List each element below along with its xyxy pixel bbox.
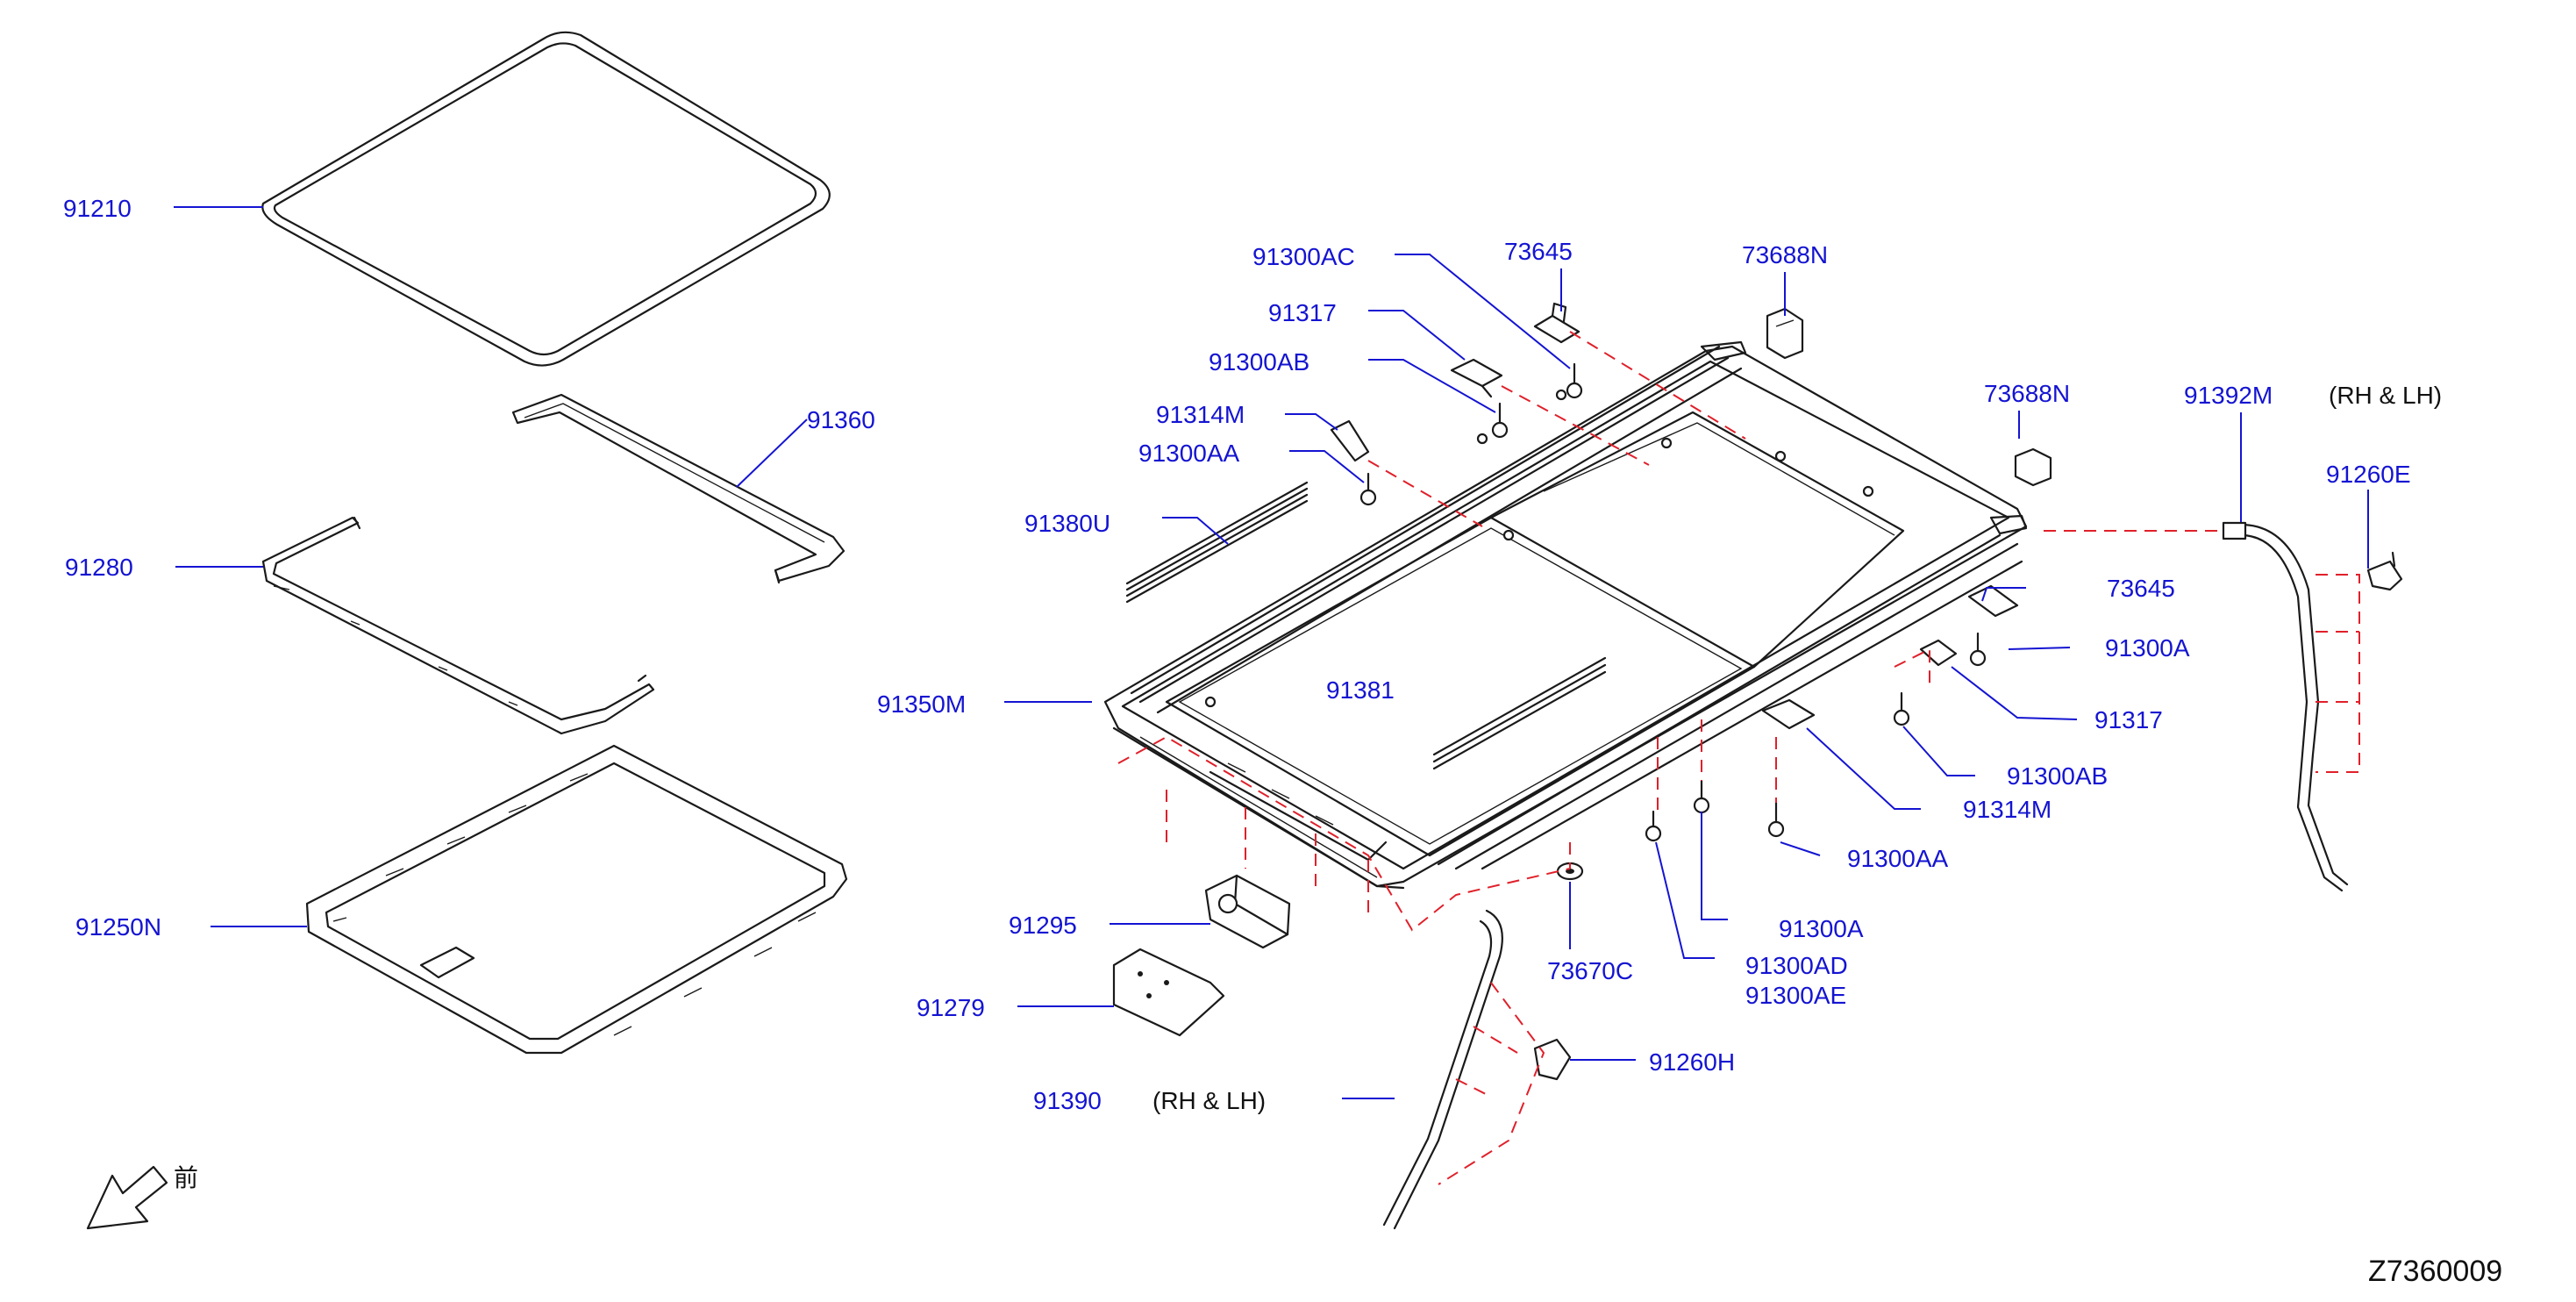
sunshade-part: [305, 744, 848, 1055]
label-73645-right: 73645: [2107, 575, 2175, 602]
sunroof-motor-part: [1204, 874, 1291, 949]
label-91300AA-top: 91300AA: [1138, 440, 1240, 467]
bracket-91314M-right: [1761, 698, 1816, 730]
note-91392M-side: (RH & LH): [2329, 382, 2442, 409]
bolt-91300A-right: [1969, 632, 1987, 667]
label-91300AB-top: 91300AB: [1209, 348, 1309, 376]
label-91381: 91381: [1326, 676, 1395, 704]
bolt-91300AA-right: [1767, 801, 1785, 838]
bolt-91300A-bottom: [1693, 779, 1710, 814]
label-91300A-right: 91300A: [2105, 634, 2190, 662]
label-91300AC: 91300AC: [1252, 243, 1355, 270]
frame-seal-part: [261, 516, 655, 735]
label-91314M-top: 91314M: [1156, 401, 1245, 428]
label-91380U: 91380U: [1024, 510, 1110, 537]
label-91392M: 91392M: [2184, 382, 2273, 409]
bolt-91300AD: [1645, 810, 1662, 842]
hose-clip-91260H: [1533, 1038, 1572, 1081]
inner-strip-part: [1432, 656, 1607, 770]
label-91360: 91360: [807, 406, 875, 433]
clip-73688N-top: [1766, 307, 1804, 360]
label-91279: 91279: [917, 994, 985, 1021]
label-91260E: 91260E: [2326, 461, 2411, 488]
label-91300A: 91300A: [1779, 915, 1864, 942]
bracket-91317-top: [1450, 358, 1503, 398]
label-91300AB-right: 91300AB: [2007, 762, 2108, 790]
note-91390-side: (RH & LH): [1152, 1087, 1266, 1114]
label-91314M-right: 91314M: [1963, 796, 2052, 823]
bracket-91314M-top: [1330, 419, 1370, 462]
clip-73688N-right: [2014, 447, 2052, 487]
label-91350M: 91350M: [877, 690, 966, 718]
front-mark: 前: [174, 1164, 198, 1191]
hidden-lines: [1117, 331, 2360, 1185]
clip-73645-right: [1967, 584, 2019, 618]
front-drain-hose-part: [1382, 909, 1503, 1230]
label-73670C: 73670C: [1547, 957, 1633, 984]
glass-lid-part: [261, 31, 831, 367]
label-91390: 91390: [1033, 1087, 1102, 1114]
leader-lines: [174, 206, 2369, 1099]
label-91300AE: 91300AE: [1745, 982, 1846, 1009]
bolt-91300AB-top: [1491, 402, 1509, 439]
label-91317-top: 91317: [1268, 299, 1337, 326]
clip-73645-top: [1533, 302, 1581, 344]
label-91280: 91280: [65, 554, 133, 581]
label-73688N-right: 73688N: [1984, 380, 2070, 407]
bracket-91317-right: [1919, 639, 1958, 667]
wind-deflector-part: [511, 393, 846, 584]
label-91295: 91295: [1009, 912, 1077, 939]
label-91300AA-right: 91300AA: [1847, 845, 1949, 872]
label-91300AD: 91300AD: [1745, 952, 1848, 979]
label-91260H: 91260H: [1649, 1048, 1735, 1076]
front-arrow-icon: [86, 1165, 168, 1230]
hose-clip-91260E: [2366, 551, 2403, 591]
drain-strip-part: [1125, 481, 1309, 604]
sunroof-frame-assembly: [1103, 340, 2028, 890]
label-91317-right: 91317: [2094, 706, 2163, 733]
label-73688N-top: 73688N: [1742, 241, 1828, 268]
label-91210: 91210: [63, 195, 132, 222]
motor-bracket-part: [1112, 948, 1225, 1037]
bolt-91300AC: [1566, 362, 1583, 399]
bolt-91300AB-right: [1893, 691, 1910, 726]
label-91250N: 91250N: [75, 913, 161, 941]
diagram-code: Z7360009: [2368, 1255, 2502, 1288]
rear-drain-hose-part: [2222, 521, 2349, 892]
bolt-91300AA-top: [1359, 472, 1377, 506]
label-73645-top: 73645: [1504, 238, 1573, 265]
